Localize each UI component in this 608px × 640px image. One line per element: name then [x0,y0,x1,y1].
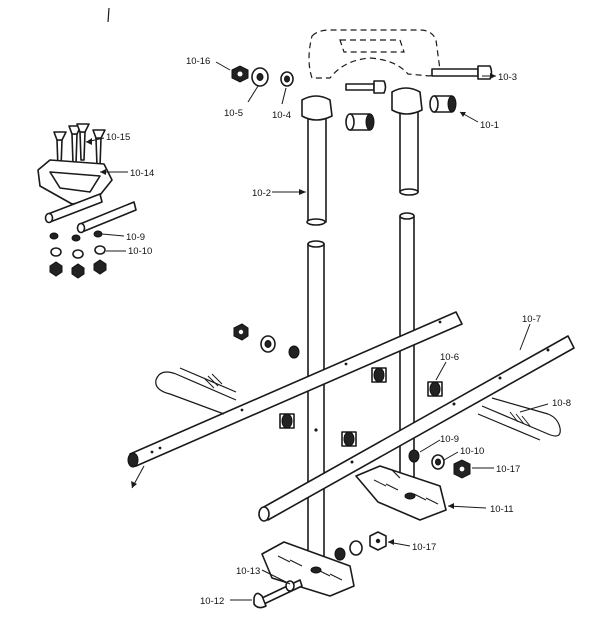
label-10-2: 10-2 [252,188,271,199]
stud-bolt [345,80,387,94]
label-10-9-inset: 10-9 [126,232,145,243]
mid-nut-1 [233,323,249,341]
nut-10-16 [231,65,249,83]
label-10-13: 10-13 [236,566,260,577]
bracket-10-14 [37,159,113,205]
cross-tube-left [127,311,463,468]
bushing-center [345,113,375,131]
label-10-17-lower: 10-17 [412,542,436,553]
inset-washers-row2 [50,245,106,259]
cross-tube-10-7 [258,335,575,522]
bolt-10-3 [431,65,493,80]
callout-labels: 10-16 10-5 10-4 10-3 10-1 10-2 10-15 10-… [106,56,571,607]
leader-arrowheads [86,73,496,545]
inset-bracket-assembly [37,123,137,279]
label-10-12: 10-12 [200,596,224,607]
label-10-3: 10-3 [498,72,517,83]
spacer-left-post [279,413,295,429]
frame-bracket-outline [308,29,441,79]
label-10-10: 10-10 [460,446,484,457]
foot-bracket-lower [261,541,355,597]
mid-spacer-1 [288,345,300,359]
label-10-1: 10-1 [480,120,499,131]
vertical-post-left [307,240,325,565]
washer-10-9 [408,449,420,463]
u-clamp-left [155,367,237,415]
lower-hardware [334,531,387,561]
label-10-4: 10-4 [272,110,291,121]
label-10-14: 10-14 [130,168,154,179]
spacer-center [341,431,357,447]
bolts-10-15 [53,123,106,169]
washer-10-5 [251,67,269,87]
label-10-15: 10-15 [106,132,130,143]
inset-tubes [44,193,137,234]
label-10-7: 10-7 [522,314,541,325]
mid-washer-1 [260,335,276,353]
label-10-5: 10-5 [224,108,243,119]
label-10-16: 10-16 [186,56,210,67]
washer-10-10 [431,454,445,470]
u-clamp-10-8 [477,397,561,441]
upper-tube-left [301,95,333,226]
nut-10-17-right [453,459,471,479]
label-10-11: 10-11 [490,504,514,515]
spacer-10-4 [280,71,294,87]
foot-bracket-10-11 [355,465,447,521]
scan-mark [107,7,110,23]
inset-washers-row1 [49,230,103,242]
mid-hardware [233,323,471,479]
bolt-10-12 [253,579,303,609]
label-10-6: 10-6 [440,352,459,363]
label-10-10-inset: 10-10 [128,246,152,257]
inset-nuts-row3 [49,259,107,279]
spacer-10-6 [371,367,387,383]
label-10-8: 10-8 [552,398,571,409]
label-10-17-right: 10-17 [496,464,520,475]
upper-tube-right [391,87,423,196]
spacer-10-6b [427,381,443,397]
bushing-10-1 [429,95,457,113]
label-10-9: 10-9 [440,434,459,445]
